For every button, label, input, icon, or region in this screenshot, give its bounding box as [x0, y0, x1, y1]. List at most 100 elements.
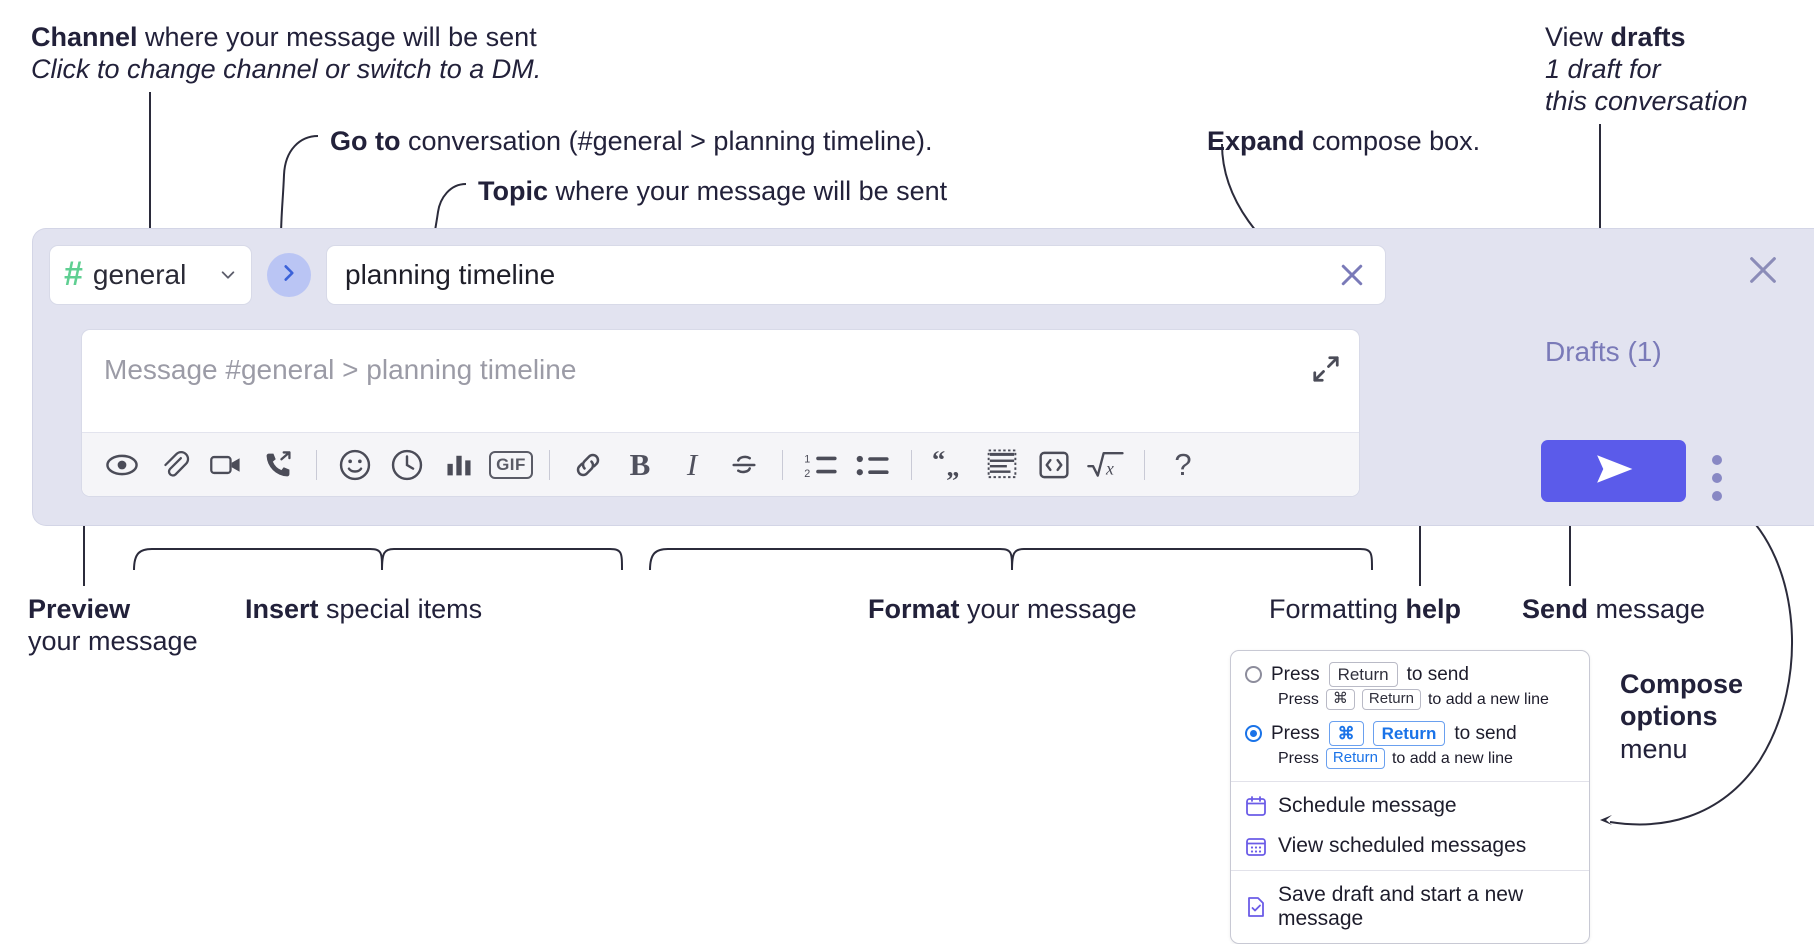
annotation-channel: Channel where your message will be sent … [31, 22, 541, 86]
annotation-help: Formatting help [1269, 594, 1461, 626]
annotation-drafts-sub1: 1 draft for [1545, 53, 1661, 84]
menu-item-save-draft[interactable]: Save draft and start a new message [1231, 875, 1589, 939]
annotation-compose-bold1: Compose [1620, 669, 1744, 699]
channel-selector[interactable]: # general [49, 245, 252, 305]
send-button[interactable] [1541, 440, 1686, 502]
clock-icon[interactable] [381, 442, 433, 488]
annotation-drafts-bold: drafts [1610, 22, 1686, 52]
compose-panel: # general planning timeline Message #gen… [32, 228, 1814, 526]
topic-value: planning timeline [345, 259, 556, 290]
annotation-channel-sub: Click to change channel or switch to a D… [31, 53, 542, 84]
close-icon[interactable] [1337, 260, 1367, 290]
svg-text:x: x [1105, 458, 1114, 478]
chevron-down-icon [219, 266, 237, 284]
poll-icon[interactable] [433, 442, 485, 488]
strikethrough-icon[interactable] [718, 442, 770, 488]
svg-text:“: “ [932, 449, 945, 475]
chevron-right-icon [278, 262, 300, 289]
annotation-topic-rest: where your message will be sent [548, 176, 948, 206]
annotation-topic-bold: Topic [478, 176, 548, 206]
schedule-section: Schedule message View scheduled messages [1231, 782, 1589, 871]
key-command: ⌘ [1325, 689, 1355, 710]
annotation-send-rest: message [1588, 594, 1706, 624]
emoji-icon[interactable] [329, 442, 381, 488]
call-icon[interactable] [252, 442, 304, 488]
preview-icon[interactable] [96, 442, 148, 488]
option2-press: Press [1271, 722, 1320, 744]
send-icon [1591, 449, 1637, 494]
option2-sub-rest: to add a new line [1391, 749, 1513, 767]
key-command: ⌘ [1328, 721, 1364, 747]
menu-item-label: Save draft and start a new message [1278, 883, 1524, 930]
calendar-grid-icon [1245, 835, 1267, 857]
math-icon[interactable]: x [1080, 442, 1132, 488]
blockquote-icon[interactable]: “„ [924, 442, 976, 488]
svg-text:1: 1 [804, 453, 810, 465]
option2-sub-press: Press [1278, 749, 1319, 767]
message-placeholder: Message #general > planning timeline [104, 354, 577, 385]
annotation-send-bold: Send [1522, 594, 1589, 624]
key-return: Return [1328, 662, 1398, 688]
code-block-icon[interactable] [976, 442, 1028, 488]
key-return: Return [1361, 689, 1421, 710]
radio-icon[interactable] [1245, 725, 1262, 743]
gif-label: GIF [489, 450, 533, 479]
send-shortcut-group: Press Return to send Press ⌘ Return to a… [1231, 651, 1589, 782]
gif-icon[interactable]: GIF [485, 442, 537, 488]
bold-label: B [629, 446, 651, 482]
more-vertical-icon [1712, 473, 1722, 483]
compose-options-menu: Press Return to send Press ⌘ Return to a… [1230, 650, 1590, 944]
goto-conversation-button[interactable] [267, 253, 311, 297]
separator [316, 449, 317, 480]
menu-item-schedule-message[interactable]: Schedule message [1231, 786, 1589, 826]
expand-icon[interactable] [1311, 354, 1341, 384]
attachment-icon[interactable] [148, 442, 200, 488]
annotation-expand-bold: Expand [1207, 126, 1305, 156]
compose-options-button[interactable] [1712, 455, 1722, 509]
annotation-preview: Preview your message [28, 594, 228, 658]
option1-sub-press: Press [1278, 690, 1319, 708]
annotation-help-bold: help [1405, 594, 1462, 624]
send-option-cmd-return-hint: Press Return to add a new line [1231, 747, 1589, 773]
send-option-return[interactable]: Press Return to send [1231, 661, 1589, 688]
hash-icon: # [64, 254, 83, 293]
annotation-goto-rest: conversation (#general > planning timeli… [400, 126, 933, 156]
menu-item-view-scheduled[interactable]: View scheduled messages [1231, 826, 1589, 866]
help-icon[interactable]: ? [1157, 442, 1209, 488]
document-check-icon [1245, 896, 1267, 918]
draft-section: Save draft and start a new message [1231, 871, 1589, 943]
annotation-goto-bold: Go to [330, 126, 401, 156]
close-icon[interactable] [1746, 253, 1780, 287]
annotation-compose-rest: menu [1620, 733, 1688, 764]
option1-sub-rest: to add a new line [1427, 690, 1549, 708]
link-icon[interactable] [562, 442, 614, 488]
annotation-help-pre: Formatting [1269, 594, 1406, 624]
calendar-icon [1245, 795, 1267, 817]
italic-icon[interactable]: I [666, 442, 718, 488]
radio-icon[interactable] [1245, 666, 1262, 684]
key-return: Return [1325, 748, 1385, 769]
bold-icon[interactable]: B [614, 442, 666, 488]
annotation-compose-bold2: options [1620, 701, 1718, 732]
key-return: Return [1372, 721, 1446, 747]
menu-item-label: Schedule message [1278, 794, 1457, 817]
annotation-insert-rest: special items [318, 594, 483, 624]
send-option-cmd-return[interactable]: Press ⌘ Return to send [1231, 720, 1589, 747]
separator [549, 449, 550, 480]
drafts-link[interactable]: Drafts (1) [1545, 336, 1662, 367]
italic-label: I [686, 446, 698, 482]
option1-press: Press [1271, 663, 1320, 685]
topic-input[interactable]: planning timeline [326, 245, 1386, 305]
annotation-format: Format your message [868, 594, 1137, 626]
inline-code-icon[interactable] [1028, 442, 1080, 488]
svg-text:„: „ [946, 451, 959, 480]
video-icon[interactable] [200, 442, 252, 488]
separator [782, 449, 783, 480]
bullet-list-icon[interactable] [847, 442, 899, 488]
annotation-expand-rest: compose box. [1304, 126, 1481, 156]
annotation-format-rest: your message [959, 594, 1137, 624]
help-label: ? [1174, 446, 1192, 482]
annotation-insert: Insert special items [245, 594, 482, 626]
message-input-box[interactable]: Message #general > planning timeline [81, 329, 1360, 497]
